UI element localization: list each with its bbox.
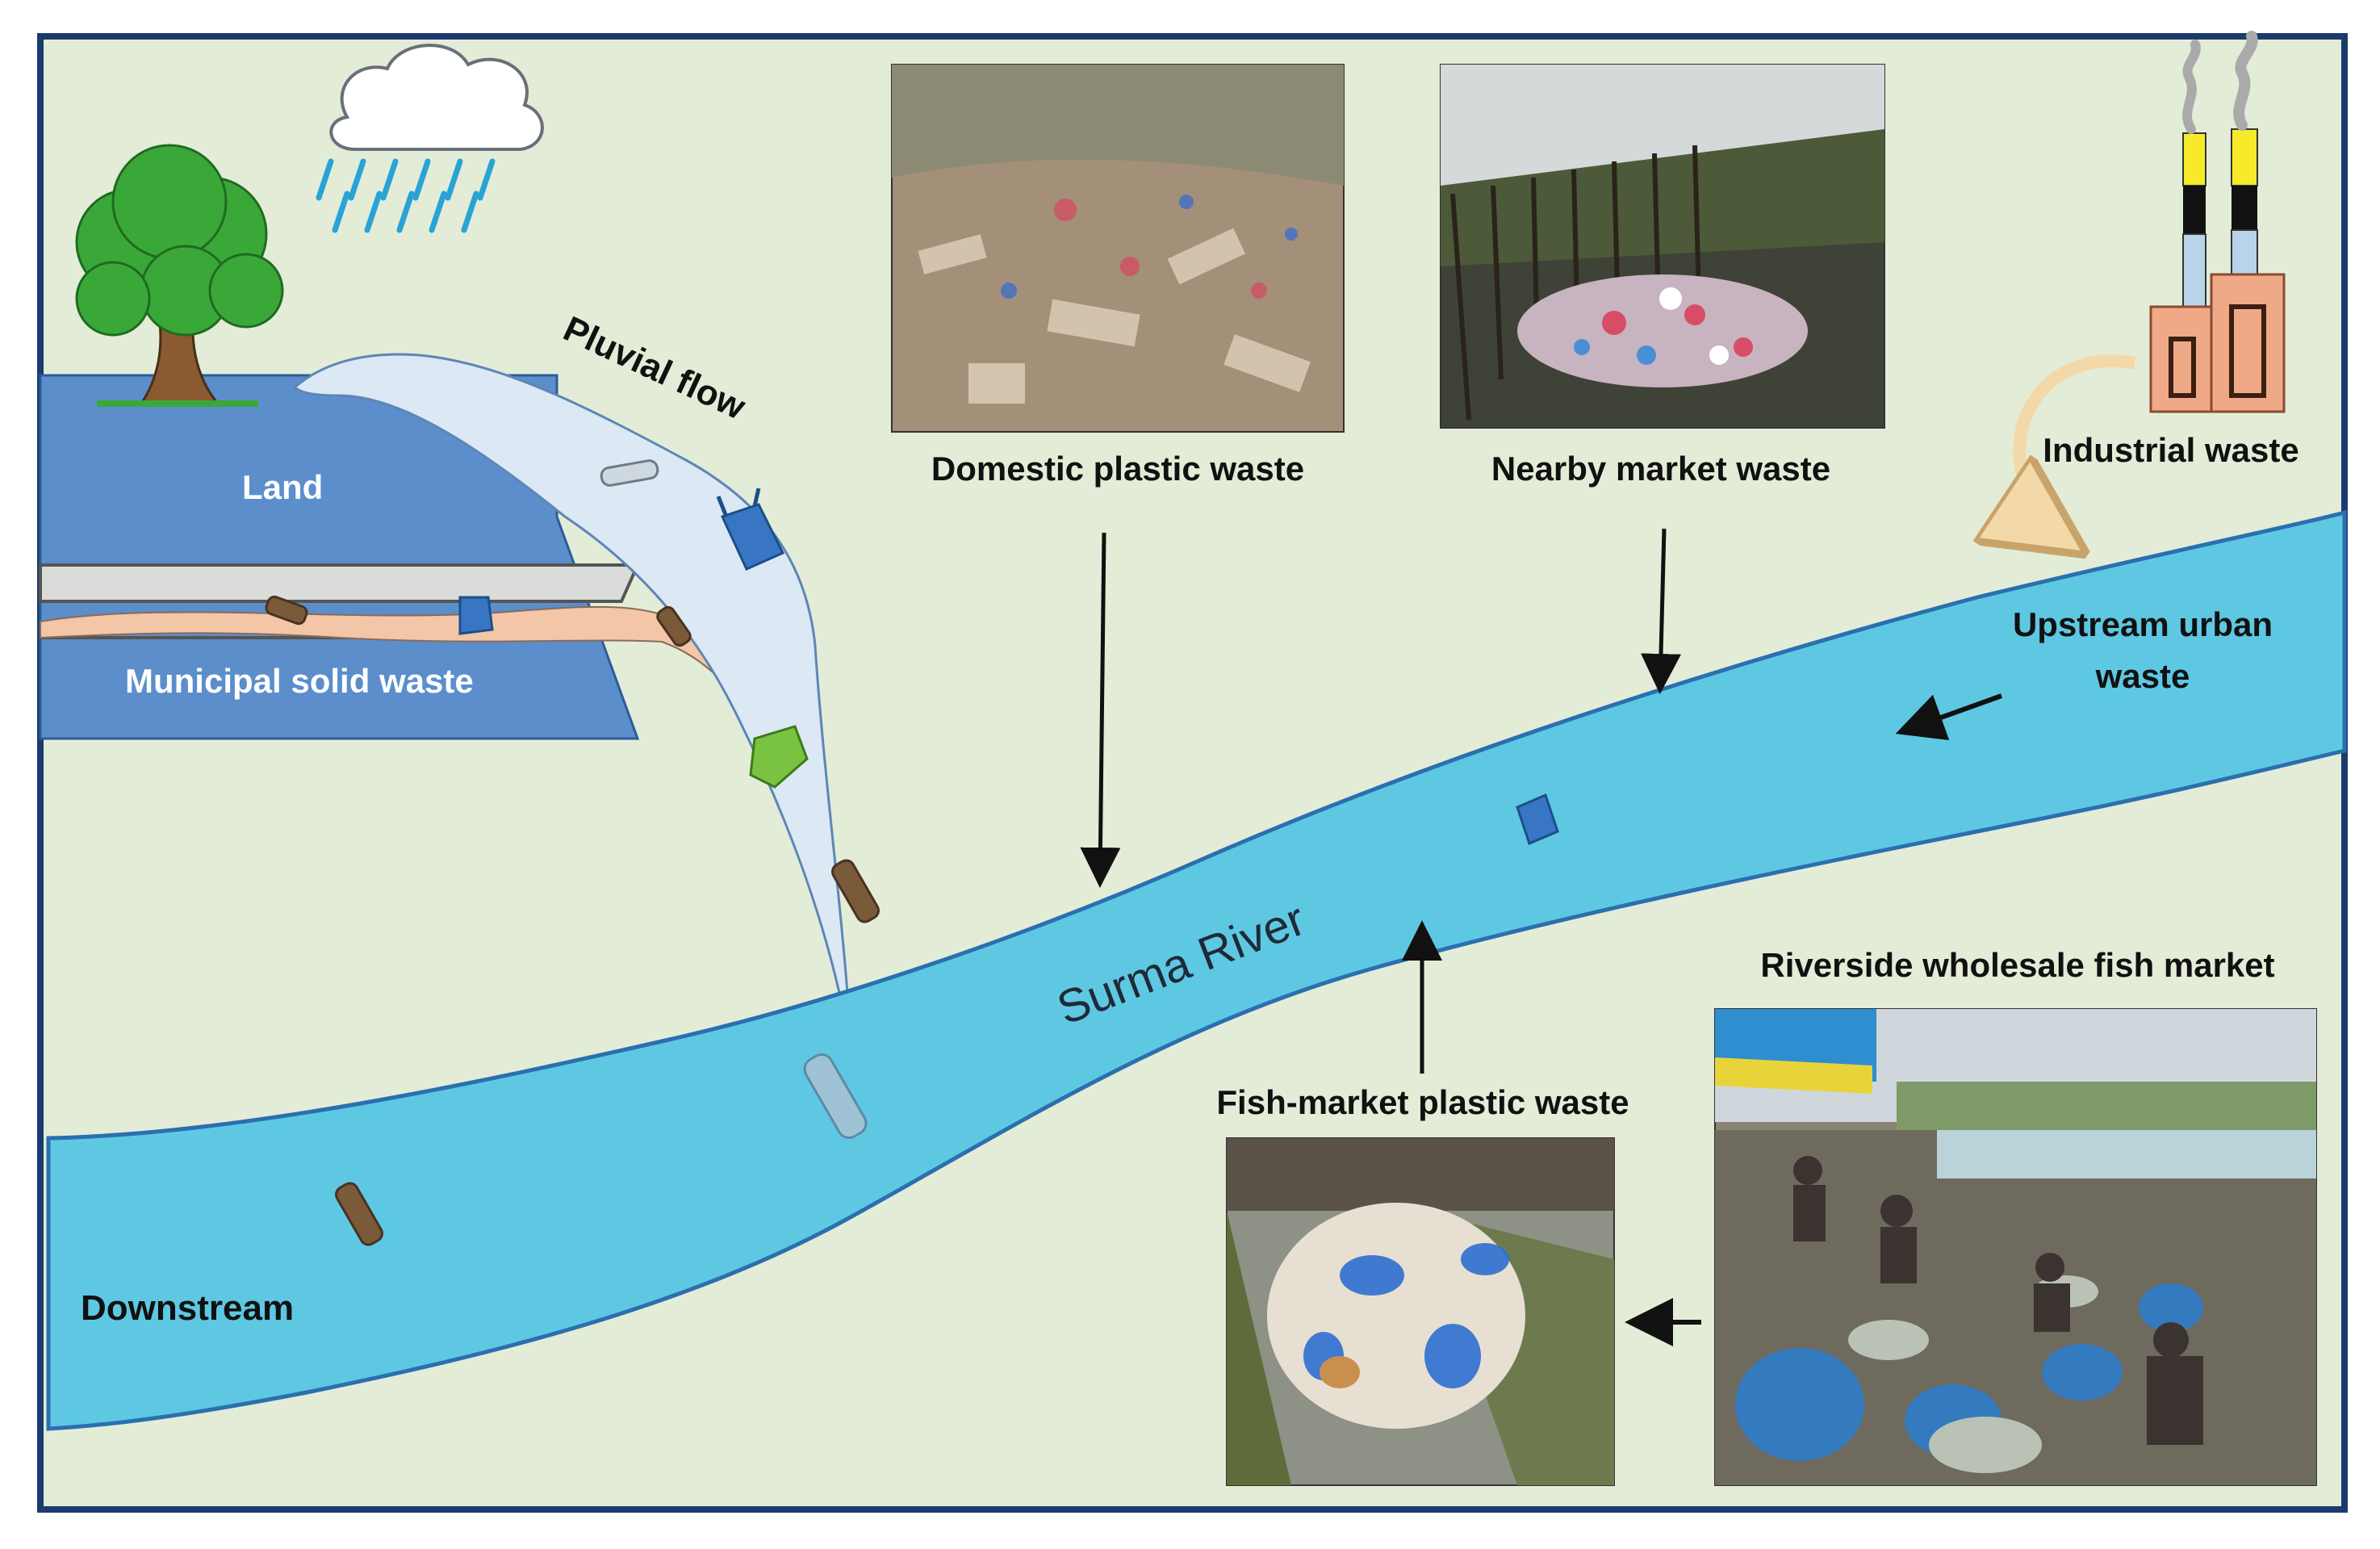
- upstream-urban-waste-label-2: waste: [2095, 657, 2190, 695]
- industrial-waste-arrow: [2019, 354, 2136, 541]
- fish-market-plastic-waste-label: Fish-market plastic waste: [1216, 1083, 1629, 1121]
- plastic-bottle-icon: [600, 459, 659, 487]
- domestic-plastic-waste-label: Domestic plastic waste: [931, 450, 1304, 488]
- plastic-bag-icon: [1516, 793, 1559, 846]
- plastic-bag-icon: [458, 596, 494, 635]
- land-label: Land: [242, 468, 323, 506]
- factory-icon: [2149, 31, 2286, 413]
- tree-icon: [75, 144, 284, 407]
- domestic-waste-photo: [891, 64, 1345, 433]
- domestic-waste-arrow: [1080, 532, 1121, 888]
- surma-river: [46, 509, 2347, 1431]
- upstream-urban-waste-label-1: Upstream urban: [2013, 605, 2273, 643]
- upstream-waste-arrow: [1895, 693, 2003, 741]
- industrial-waste-label: Industrial waste: [2043, 431, 2298, 469]
- nearby-market-waste-label: Nearby market waste: [1491, 450, 1830, 488]
- plastic-bag-icon: [749, 725, 809, 789]
- plastic-bag-icon: [716, 488, 785, 571]
- plastic-bottle-icon: [831, 859, 880, 923]
- municipal-waste-channel: [39, 563, 641, 603]
- municipal-solid-waste-label: Municipal solid waste: [125, 662, 474, 700]
- nearby-market-waste-photo: [1440, 64, 1885, 429]
- plastic-bottle-icon: [656, 605, 692, 647]
- plastic-bottle-icon: [335, 1182, 383, 1246]
- fish-market-waste-photo: [1226, 1137, 1615, 1486]
- plastic-bottle-icon: [803, 1053, 868, 1140]
- riverside-fish-market-photo: [1714, 1008, 2317, 1486]
- pluvial-flow-stream: [292, 353, 849, 994]
- cloud-icon: [316, 44, 544, 233]
- downstream-label: Downstream: [81, 1288, 294, 1328]
- nearby-market-waste-arrow: [1641, 528, 1682, 694]
- riverside-fish-market-label: Riverside wholesale fish market: [1760, 946, 2274, 984]
- plastic-bottle-icon: [265, 595, 308, 626]
